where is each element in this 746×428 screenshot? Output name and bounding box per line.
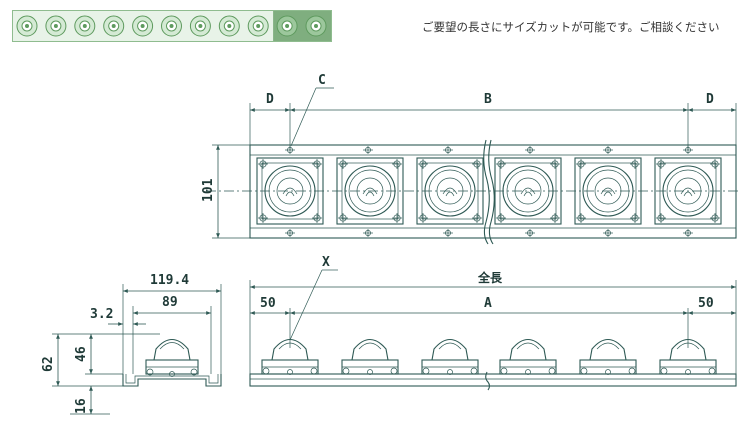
rail-hole	[285, 229, 295, 237]
thumbnail-icon	[103, 15, 125, 37]
label-x: X	[322, 255, 330, 270]
rail-hole	[363, 229, 373, 237]
rail-hole	[363, 146, 373, 154]
label-offset-3-2: 3.2	[90, 307, 113, 322]
rail-hole	[603, 229, 613, 237]
thumbnail-icon	[218, 15, 240, 37]
top-view: D B D C 101	[201, 73, 740, 245]
label-d-right: D	[706, 92, 714, 107]
rail-hole	[443, 229, 453, 237]
label-50-right: 50	[698, 296, 714, 311]
thumbnail-icon	[45, 15, 67, 37]
ball-unit-top	[336, 157, 404, 225]
thumbnail-icon	[16, 15, 38, 37]
ball-unit-top	[256, 157, 324, 225]
label-total-length: 全長	[477, 270, 503, 285]
front-view: 全長 50 A 50 X	[249, 255, 737, 391]
label-h62: 62	[41, 356, 56, 372]
label-d-left: D	[266, 92, 274, 107]
ball-unit-top	[416, 157, 484, 225]
thumbnail-icon	[74, 15, 96, 37]
label-inner-89: 89	[162, 295, 178, 310]
rail-hole	[603, 146, 613, 154]
label-width-119-4: 119.4	[150, 273, 189, 288]
ball-unit-top	[494, 157, 562, 225]
ball-unit-top	[574, 157, 642, 225]
size-cut-note: ご要望の長さにサイズカットが可能です。ご相談ください	[422, 20, 720, 34]
rail-hole	[525, 229, 535, 237]
thumbnail-icon	[273, 11, 303, 41]
thumbnail-icons	[16, 11, 331, 41]
label-c: C	[318, 73, 326, 88]
rail-hole	[683, 229, 693, 237]
label-height-101: 101	[201, 178, 216, 202]
ball-unit-front	[421, 338, 479, 375]
rail-hole	[525, 146, 535, 154]
label-h16: 16	[74, 398, 89, 414]
ball-unit-top	[654, 157, 722, 225]
thumbnail-icon	[247, 15, 269, 37]
label-a: A	[484, 296, 492, 311]
label-b: B	[484, 92, 492, 107]
side-section-view: 119.4 89 3.2 62 46 16	[41, 273, 222, 415]
label-50-left: 50	[260, 296, 276, 311]
thumbnail-icon	[302, 11, 331, 41]
label-h46: 46	[74, 346, 89, 362]
thumbnail-icon	[132, 15, 154, 37]
rail-hole	[443, 146, 453, 154]
thumbnail-icon	[161, 15, 182, 37]
ball-unit-front	[579, 338, 637, 375]
ball-unit-front	[499, 338, 557, 375]
ball-unit-front	[341, 338, 399, 375]
thumbnail-icon	[189, 15, 211, 37]
